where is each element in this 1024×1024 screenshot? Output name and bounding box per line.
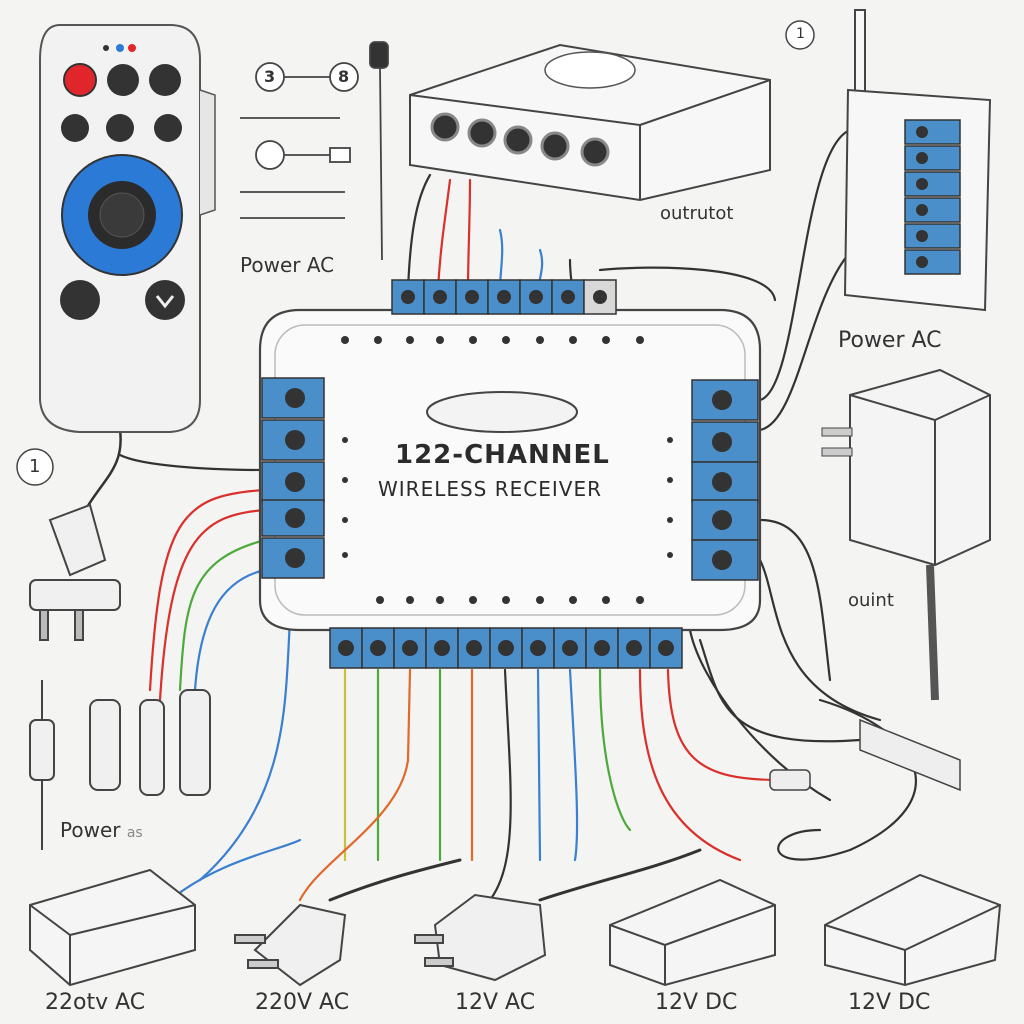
power-adapter	[769, 368, 991, 792]
connector-jacks	[29, 680, 211, 850]
marker-8: 8	[338, 67, 350, 86]
output-label: outrutot	[660, 203, 734, 224]
bottom-device-box-12vdc-1	[609, 878, 776, 987]
bottom-device-box-12vdc-2	[824, 873, 1002, 987]
receiver-title-line1: 122-CHANNEL	[395, 440, 610, 470]
bottom-label-3: 12V AC	[455, 990, 536, 1015]
wires	[78, 128, 917, 902]
power-ac-label-left: Power AC	[240, 253, 335, 277]
marker-circle-left	[16, 448, 54, 486]
marker-1-top: 1	[796, 26, 805, 42]
bottom-label-2: 220V AC	[255, 990, 350, 1015]
power-ac-label-right: Power AC	[838, 328, 942, 353]
output-box	[409, 43, 771, 202]
receiver-body	[258, 279, 762, 669]
marker-circle-top	[785, 20, 815, 50]
remote-control	[39, 24, 216, 433]
terminal-module	[843, 9, 992, 312]
left-plug	[29, 503, 121, 641]
marker-3: 3	[264, 67, 276, 86]
bottom-label-4: 12V DC	[655, 990, 738, 1015]
bottom-label-5: 12V DC	[848, 990, 931, 1015]
bottom-plug-220v	[234, 903, 347, 987]
bottom-device-box-1	[29, 868, 196, 987]
bottom-label-1: 22otv AC	[45, 990, 146, 1015]
power-label-bottom-left: Power as	[60, 818, 143, 842]
receiver-title-line2: WIRELESS RECEIVER	[378, 477, 602, 501]
switch-legend	[240, 41, 389, 261]
marker-1-left: 1	[29, 456, 41, 477]
bottom-plug-12vac	[414, 893, 547, 982]
ouint-label: ouint	[848, 590, 894, 611]
